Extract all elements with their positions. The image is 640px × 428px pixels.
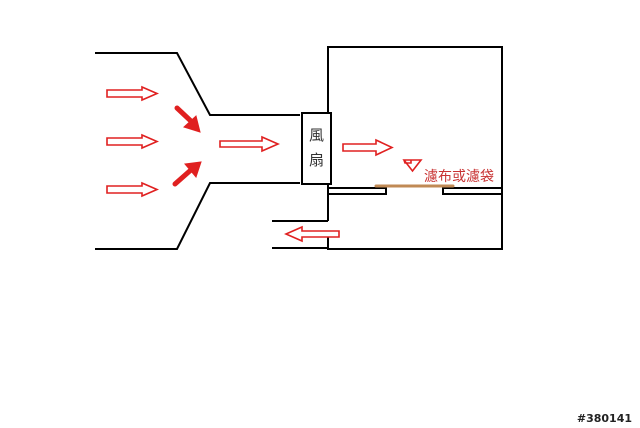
inlet-air-arrows [106, 85, 160, 198]
outlet-duct [272, 220, 328, 249]
filter-down-arrow [402, 159, 423, 173]
filter-shelf [327, 187, 503, 195]
inlet-duct [95, 52, 300, 250]
duct-flow-arrow [219, 135, 280, 153]
inlet-duct-upper-wall [95, 52, 300, 116]
converging-arrow-lower-head [184, 161, 202, 179]
outlet-flow-arrow [284, 225, 340, 243]
chamber-flow-arrow [342, 138, 394, 157]
chamber-outer-wall [327, 46, 503, 250]
inlet-arrow-top [106, 85, 160, 102]
inlet-arrow-bottom [106, 181, 160, 198]
converging-arrow-lower-shaft [172, 166, 195, 187]
fan-label-char-1: 風 [309, 126, 324, 144]
watermark-text: #380141 [577, 412, 632, 425]
filter-shelf-right-plate [442, 187, 503, 195]
filter-shelf-left-plate [327, 187, 387, 195]
converging-arrow-upper-shaft [174, 105, 196, 126]
converging-arrow-upper-head [183, 115, 201, 133]
filter-label: 濾布或濾袋 [424, 169, 494, 185]
fan-label-char-2: 扇 [309, 151, 324, 169]
fan-box [301, 112, 332, 185]
inlet-duct-lower-wall [95, 182, 300, 250]
converging-arrows [172, 105, 202, 187]
inlet-arrow-middle [106, 133, 160, 150]
